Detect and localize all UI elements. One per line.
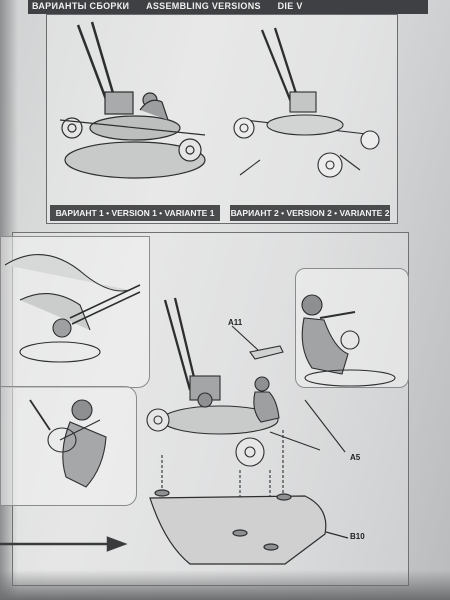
- version-2-caption: ВАРИАНТ 2 • VERSION 2 • VARIANTE 2: [230, 205, 390, 221]
- assembling-versions-header: ВАРИАНТЫ СБОРКИ ASSEMBLING VERSIONS DIE …: [28, 0, 428, 14]
- version-1-caption: ВАРИАНТ 1 • VERSION 1 • VARIANTE 1: [50, 205, 220, 221]
- base-b10-drawing: [149, 489, 349, 565]
- direction-arrow: [0, 536, 128, 552]
- version-1-gun-drawing: [59, 21, 206, 179]
- version-2-gun-drawing: [233, 27, 380, 178]
- part-label-b10: B10: [350, 532, 365, 541]
- page-shadow-bottom: [0, 570, 450, 600]
- part-label-a5: A5: [350, 453, 361, 462]
- gunner-figure-drawing: [301, 294, 396, 387]
- header-en: ASSEMBLING VERSIONS: [146, 1, 261, 11]
- hands-tweezers-drawing: [4, 254, 141, 363]
- header-de: DIE V: [277, 1, 303, 11]
- gunner-seat-drawing: [29, 399, 107, 488]
- header-ru: ВАРИАНТЫ СБОРКИ: [32, 1, 130, 11]
- main-assembly-drawing: [146, 297, 346, 545]
- part-label-a11: A11: [228, 318, 243, 327]
